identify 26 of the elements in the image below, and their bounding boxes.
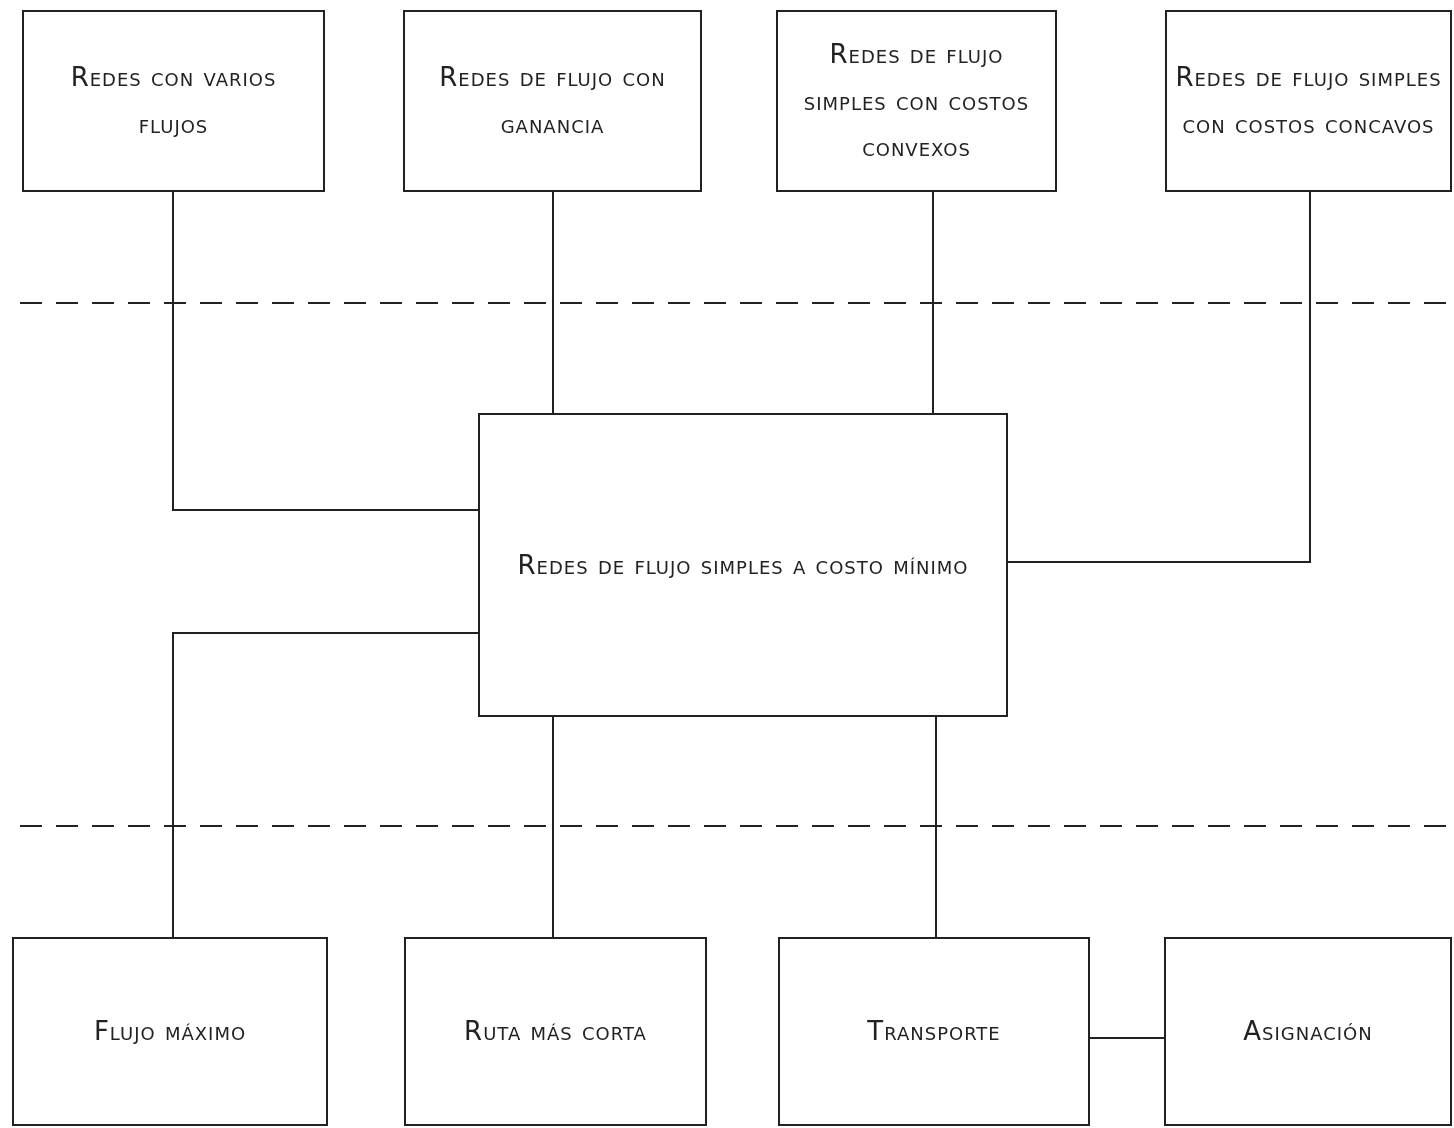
box-label: Redes de flujo con ganancia bbox=[438, 61, 667, 141]
connector-line bbox=[172, 632, 479, 938]
process-box bbox=[478, 413, 1008, 717]
process-box bbox=[12, 937, 328, 1126]
connector-line bbox=[1007, 191, 1311, 563]
box-label: Redes con varios flujos bbox=[69, 61, 278, 141]
box-label: Redes de flujo simples con costos convexos bbox=[802, 37, 1031, 165]
connector-line bbox=[552, 716, 554, 938]
process-box bbox=[1165, 10, 1452, 192]
box-label: Ruta más corta bbox=[463, 1015, 648, 1049]
connector-line bbox=[1089, 1037, 1165, 1039]
connector-line bbox=[935, 716, 937, 938]
box-label: Transporte bbox=[866, 1015, 1002, 1049]
connector-line bbox=[932, 191, 934, 414]
connector-line bbox=[552, 191, 554, 414]
box-label: Redes de flujo simples a costo mínimo bbox=[516, 548, 970, 582]
process-box bbox=[404, 937, 707, 1126]
box-label: Redes de flujo simples con costos concavos bbox=[1174, 61, 1443, 141]
process-box bbox=[403, 10, 702, 192]
process-box bbox=[778, 937, 1090, 1126]
connector-line bbox=[172, 191, 479, 511]
box-label: Asignación bbox=[1242, 1015, 1374, 1049]
process-box bbox=[22, 10, 325, 192]
process-box bbox=[776, 10, 1057, 192]
process-box bbox=[1164, 937, 1452, 1126]
box-label: Flujo máximo bbox=[92, 1015, 248, 1049]
